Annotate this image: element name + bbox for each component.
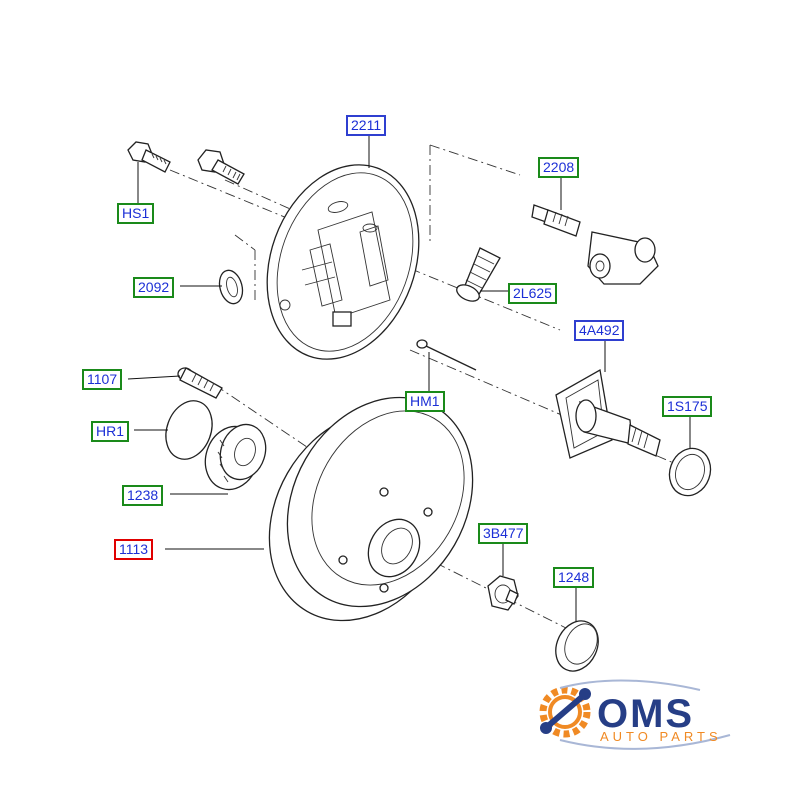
- gear-wrench-icon: [539, 679, 731, 750]
- callout-1248[interactable]: 1248: [553, 567, 595, 588]
- hold-down-pin-2l625: [456, 247, 501, 302]
- callout-1113[interactable]: 1113: [114, 539, 154, 560]
- hub-nut-3b477: [487, 575, 519, 611]
- pin-hm1: [416, 339, 477, 371]
- callout-2092[interactable]: 2092: [133, 277, 175, 298]
- callout-2211[interactable]: 2211: [346, 115, 387, 136]
- callout-1107[interactable]: 1107: [82, 369, 123, 390]
- bolt-hs1: [127, 141, 171, 173]
- grease-cap-1248: [555, 620, 599, 672]
- callout-3b477[interactable]: 3B477: [478, 523, 529, 544]
- callout-1238[interactable]: 1238: [122, 485, 164, 506]
- logo-wordmark: OMS: [597, 692, 695, 736]
- callout-4a492[interactable]: 4A492: [574, 320, 625, 341]
- callout-1s175[interactable]: 1S175: [662, 396, 713, 417]
- callout-2208[interactable]: 2208: [538, 157, 580, 178]
- logo-tagline: AUTO PARTS: [600, 729, 722, 744]
- grommet-2092: [218, 269, 244, 305]
- bleed-screw-2208: [531, 204, 581, 237]
- bearing-1238: [204, 423, 267, 491]
- brake-drum-1113: [268, 396, 474, 622]
- callout-hm1[interactable]: HM1: [405, 391, 445, 412]
- bolt: [197, 149, 245, 185]
- callout-2l625[interactable]: 2L625: [508, 283, 557, 304]
- callout-hr1[interactable]: HR1: [91, 421, 130, 442]
- callout-hs1[interactable]: HS1: [117, 203, 155, 224]
- stub-axle-4a492: [555, 368, 661, 459]
- snap-ring-hr1: [165, 400, 213, 460]
- wheel-stud-1107: [177, 367, 223, 399]
- brake-backplate: [266, 164, 420, 360]
- leader-lines: [127, 134, 691, 622]
- wheel-cylinder: [587, 231, 659, 285]
- seal-1s175: [668, 447, 712, 497]
